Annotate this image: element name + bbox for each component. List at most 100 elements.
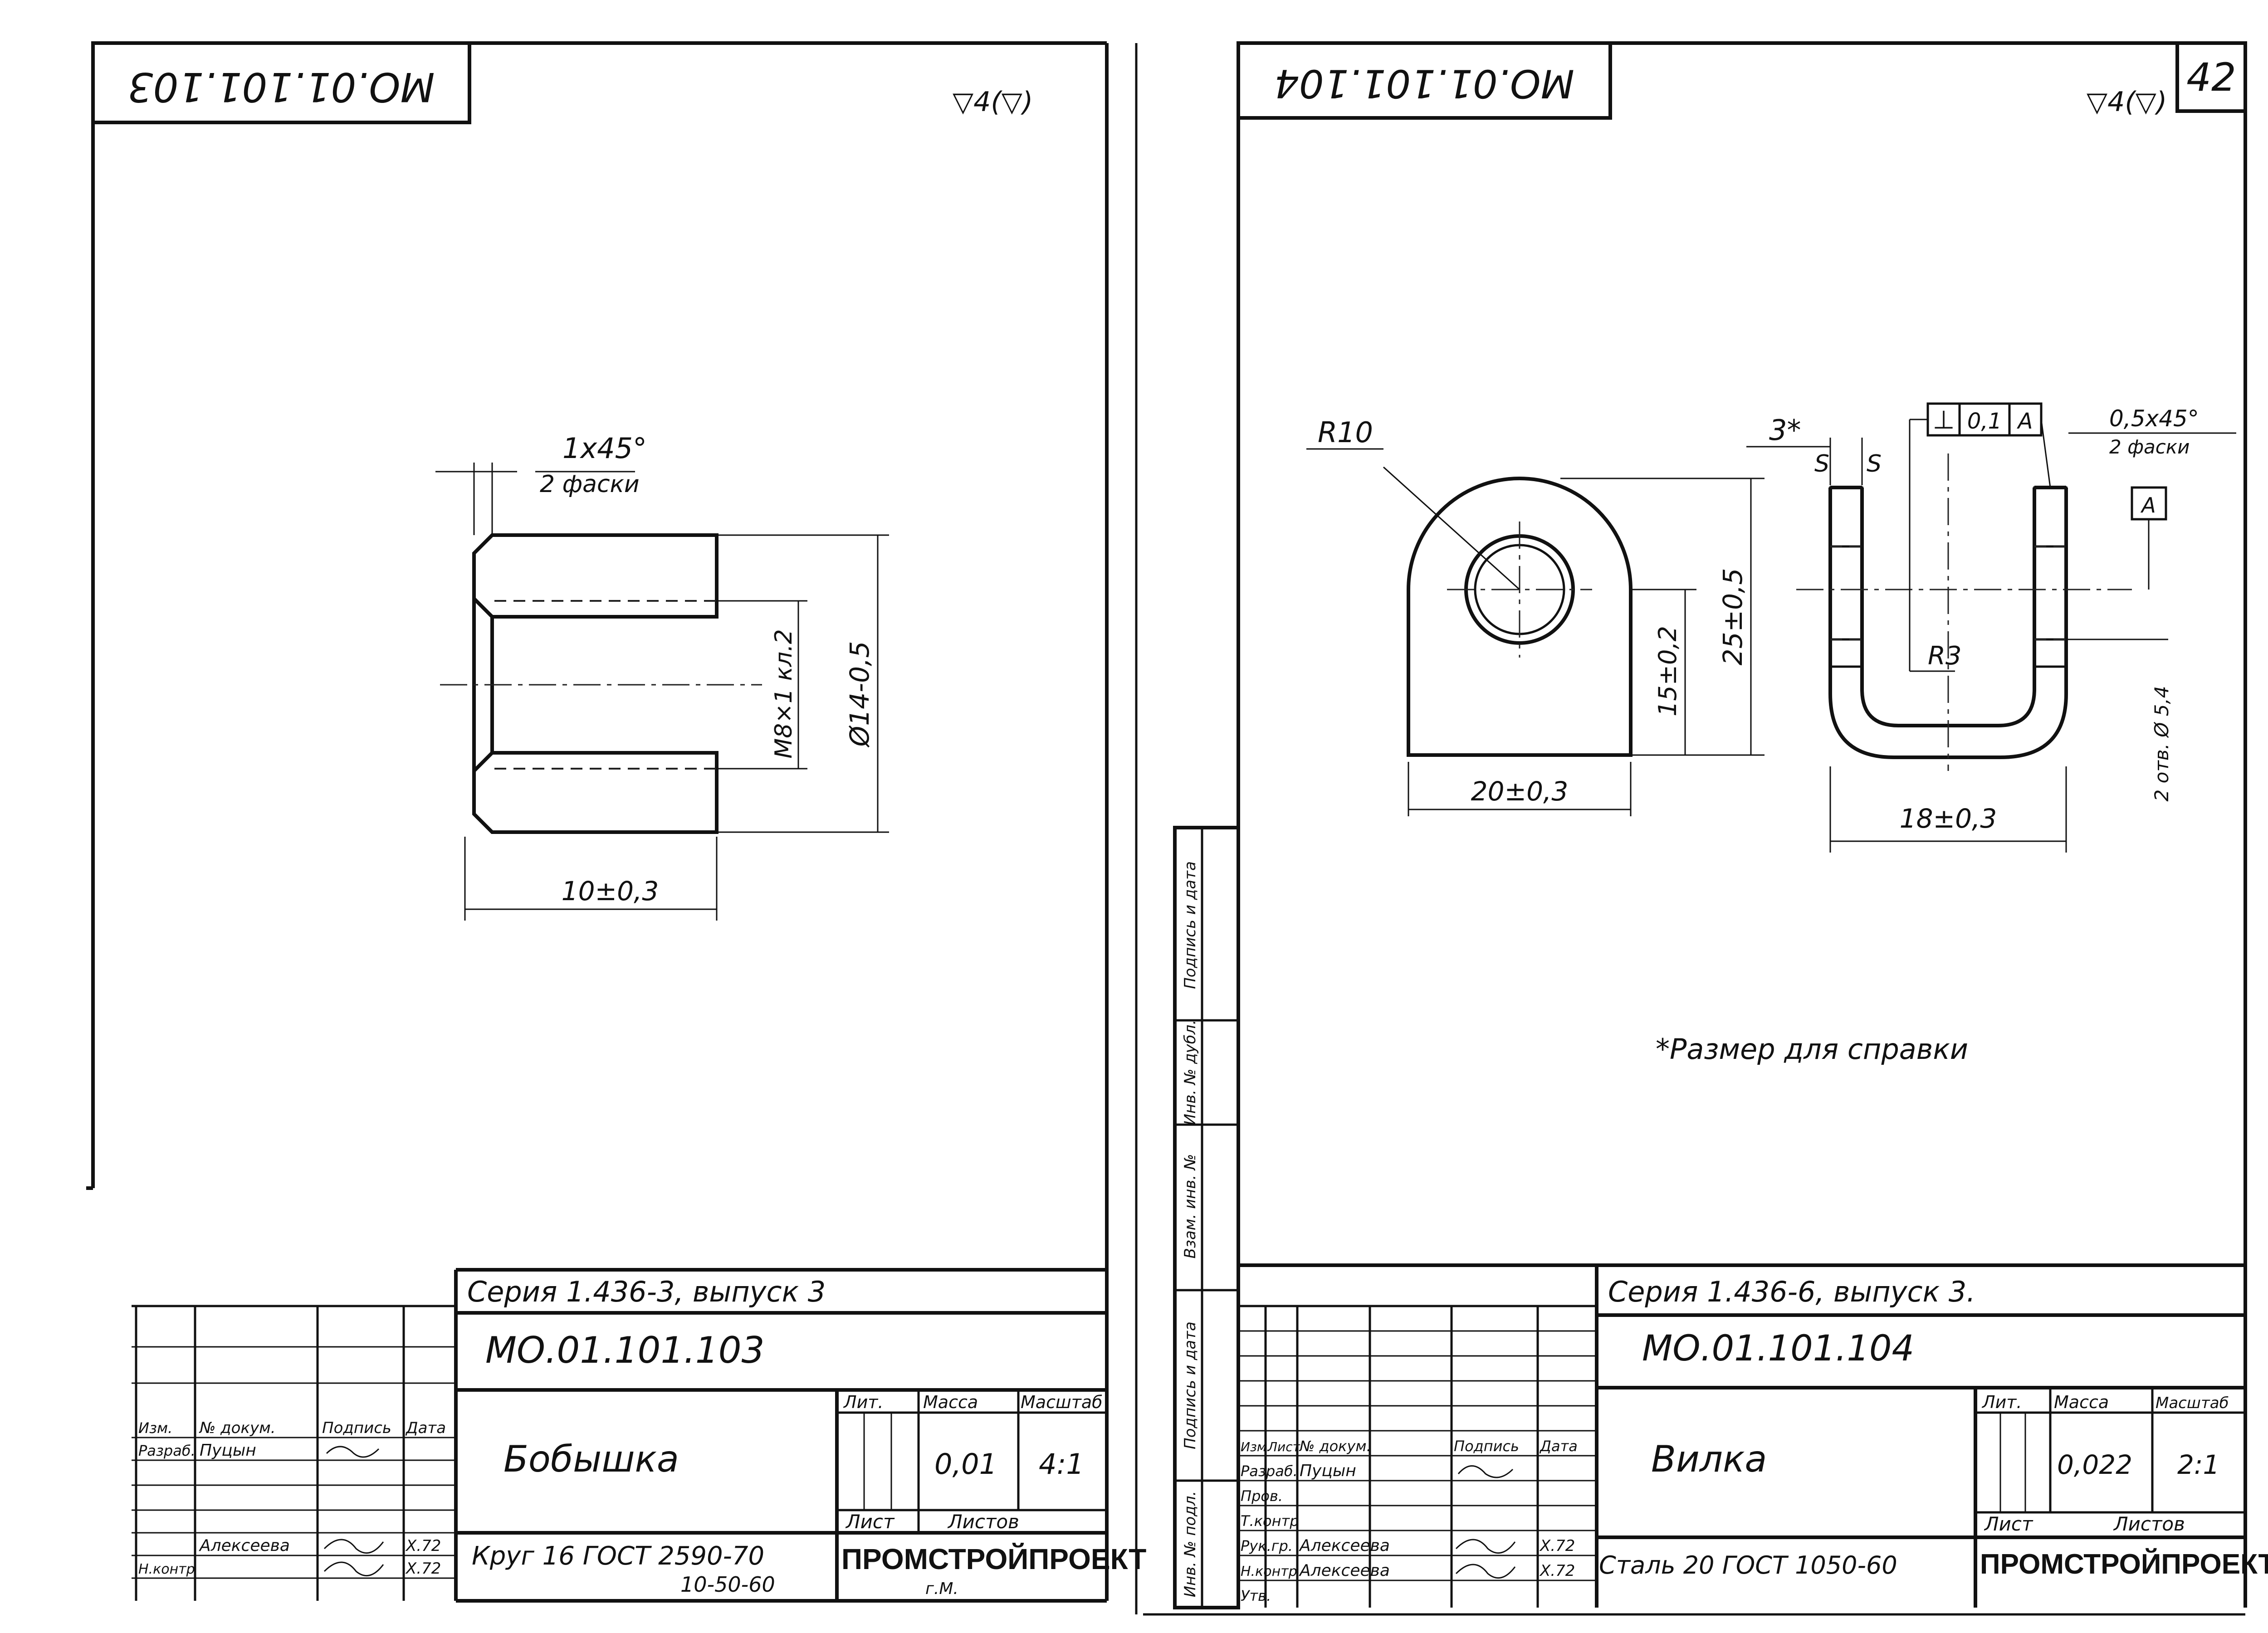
fork-radius-dim: R10 bbox=[1318, 416, 1373, 449]
left-scale: 4:1 bbox=[1039, 1448, 1084, 1481]
right-row-prov: Пров. bbox=[1241, 1487, 1283, 1505]
fork-plate-outline bbox=[1407, 477, 1633, 757]
left-col-scale: Масштаб bbox=[1021, 1392, 1103, 1412]
fork-height-dim: 25±0,5 bbox=[1717, 568, 1748, 666]
boss-chamfer-dim: 1x45° bbox=[562, 432, 647, 465]
left-row5-date: X.72 bbox=[405, 1537, 441, 1555]
fork-u-outer bbox=[1828, 487, 2068, 759]
side-stamp-c2: Инв. № дубл. bbox=[1181, 1020, 1199, 1126]
side-stamp-c1: Подпись и дата bbox=[1181, 861, 1199, 989]
tolerance-datum: А bbox=[2017, 409, 2033, 434]
left-designation: МО.01.101.103 bbox=[485, 1329, 764, 1371]
right-corner-code-box bbox=[1237, 41, 1612, 120]
right-mass: 0,022 bbox=[2057, 1449, 2132, 1480]
left-row1-role: Разраб. bbox=[138, 1442, 196, 1459]
right-row-razrab: Разраб. bbox=[1241, 1462, 1298, 1480]
left-series-label: Серия 1.436-3, выпуск 3 bbox=[467, 1275, 826, 1308]
boss-top-wall bbox=[472, 533, 719, 619]
left-roughness-mark: ▽4(▽) bbox=[953, 86, 1033, 118]
right-sheet-label: Лист bbox=[1984, 1513, 2033, 1535]
right-row-nkontr-date: X.72 bbox=[1539, 1562, 1575, 1580]
right-series-label: Серия 1.436-6, выпуск 3. bbox=[1608, 1275, 1975, 1308]
left-material-1: Круг 16 ГОСТ 2590-70 bbox=[472, 1541, 764, 1571]
fork-s-right: S bbox=[1867, 450, 1882, 478]
right-row-rukgr-date: X.72 bbox=[1539, 1537, 1575, 1555]
fork-side-view: 3* S S ⊥ 0,1 А 0,5x45° 2 фаски А R3 bbox=[1746, 402, 2236, 853]
boss-diameter-dim: Ø14-0,5 bbox=[844, 641, 875, 748]
boss-chamfer-count: 2 фаски bbox=[540, 471, 640, 498]
left-col-mass: Масса bbox=[923, 1392, 978, 1412]
left-hdr-ndoc: № докум. bbox=[199, 1419, 276, 1437]
right-col-mass: Масса bbox=[2054, 1392, 2109, 1412]
left-sheet: МО.01.101.103 ▽4(▽) bbox=[86, 41, 1146, 1603]
boss-length-dim: 10±0,3 bbox=[562, 876, 659, 907]
fork-chamfer-dim: 0,5x45° bbox=[2109, 405, 2199, 432]
right-scale: 2:1 bbox=[2177, 1449, 2219, 1480]
right-hdr-ndoc: № докум. bbox=[1299, 1438, 1371, 1455]
left-sheets-label: Листов bbox=[947, 1511, 1019, 1533]
left-hdr-sign: Подпись bbox=[322, 1419, 391, 1437]
tolerance-value: 0,1 bbox=[1967, 409, 2002, 434]
left-row1-name: Пуцын bbox=[200, 1441, 256, 1460]
fork-outer-width-dim: 18±0,3 bbox=[1900, 803, 1997, 834]
left-material-2: 10-50-60 bbox=[680, 1572, 775, 1597]
right-row-utv: Утв. bbox=[1241, 1587, 1271, 1604]
left-corner-code: МО.01.101.103 bbox=[127, 63, 435, 110]
side-stamp: Подпись и дата Инв. № дубл. Взам. инв. №… bbox=[1173, 826, 1240, 1609]
fork-left-arm-section-top bbox=[1829, 486, 1863, 548]
left-hdr-izm: Изм. bbox=[138, 1419, 172, 1437]
fork-chamfer-note: 2 фаски bbox=[2109, 436, 2190, 458]
fork-holes-dim: 2 отв. Ø 5,4 bbox=[2151, 686, 2173, 802]
left-hdr-date: Дата bbox=[405, 1419, 446, 1437]
right-row-rukgr: Рук.гр. bbox=[1241, 1537, 1293, 1555]
right-material: Сталь 20 ГОСТ 1050-60 bbox=[1599, 1551, 1897, 1579]
fork-width-dim: 20±0,3 bbox=[1471, 776, 1569, 807]
right-row-nkontr-name: Алексеева bbox=[1299, 1561, 1390, 1580]
right-corner-code: МО.01.101.104 bbox=[1274, 61, 1574, 106]
left-row6-date: X.72 bbox=[405, 1560, 441, 1578]
fork-front-view: R10 25±0,5 15±0,2 20±0,3 bbox=[1306, 416, 1765, 816]
right-row-nkontr: Н.контр bbox=[1241, 1564, 1297, 1579]
right-org: ПРОМСТРОЙПРОЕКТ bbox=[1980, 1548, 2268, 1580]
right-row-rukgr-name: Алексеева bbox=[1299, 1536, 1390, 1555]
datum-label: А bbox=[2140, 493, 2156, 517]
right-hdr-date: Дата bbox=[1539, 1438, 1578, 1455]
right-hdr-list: Лист bbox=[1267, 1439, 1300, 1454]
right-part-name: Вилка bbox=[1651, 1438, 1767, 1480]
right-sheets-label: Листов bbox=[2113, 1513, 2185, 1535]
side-stamp-c3: Взам. инв. № bbox=[1181, 1154, 1199, 1259]
side-stamp-c5: Инв. № подл. bbox=[1181, 1491, 1199, 1598]
right-sheet: МО.01.101.104 ▽4(▽) 42 R10 25±0,5 15±0,2… bbox=[1173, 41, 2268, 1609]
left-org-sub: г.М. bbox=[925, 1579, 958, 1598]
fork-s-left: S bbox=[1814, 450, 1829, 478]
left-col-lit: Лит. bbox=[843, 1392, 884, 1412]
left-title-block: Серия 1.436-3, выпуск 3 МО.01.101.103 Бо… bbox=[132, 1268, 1146, 1603]
fork-left-arm-section-bottom bbox=[1829, 638, 1863, 668]
right-title-block: Серия 1.436-6, выпуск 3. МО.01.101.104 В… bbox=[1238, 1265, 2268, 1608]
right-designation: МО.01.101.104 bbox=[1642, 1328, 1914, 1369]
tolerance-symbol: ⊥ bbox=[1933, 405, 1955, 435]
left-row6-role: Н.контр bbox=[138, 1561, 195, 1577]
boss-part-section bbox=[440, 533, 762, 834]
right-row-razrab-name: Пуцын bbox=[1300, 1462, 1356, 1480]
fork-thickness-dim: 3* bbox=[1769, 414, 1801, 447]
fork-right-arm-section-bottom bbox=[2033, 638, 2068, 668]
left-sheet-label: Лист bbox=[845, 1511, 895, 1533]
right-hdr-izm: Изм. bbox=[1241, 1439, 1271, 1454]
left-mass: 0,01 bbox=[934, 1448, 997, 1481]
boss-dimensions: 1x45° 2 фаски М8×1 кл.2 Ø14-0,5 10±0,3 bbox=[435, 432, 889, 921]
page-number: 42 bbox=[2186, 55, 2236, 100]
right-col-lit: Лит. bbox=[1981, 1392, 2022, 1412]
left-org: ПРОМСТРОЙПРОЕКТ bbox=[841, 1542, 1146, 1575]
side-stamp-c4: Подпись и дата bbox=[1181, 1321, 1199, 1449]
right-row-tkontr: Т.контр bbox=[1241, 1512, 1299, 1530]
left-row5-name: Алексеева bbox=[199, 1536, 290, 1555]
fork-hole-height-dim: 15±0,2 bbox=[1653, 626, 1682, 717]
reference-note: *Размер для справки bbox=[1656, 1033, 1968, 1066]
tolerance-frame: ⊥ 0,1 А bbox=[1909, 402, 2051, 671]
left-corner-code-box bbox=[91, 41, 471, 124]
left-part-name: Бобышка bbox=[503, 1438, 679, 1480]
fork-right-arm-section-top bbox=[2033, 486, 2068, 548]
boss-thread-dim: М8×1 кл.2 bbox=[770, 629, 797, 758]
